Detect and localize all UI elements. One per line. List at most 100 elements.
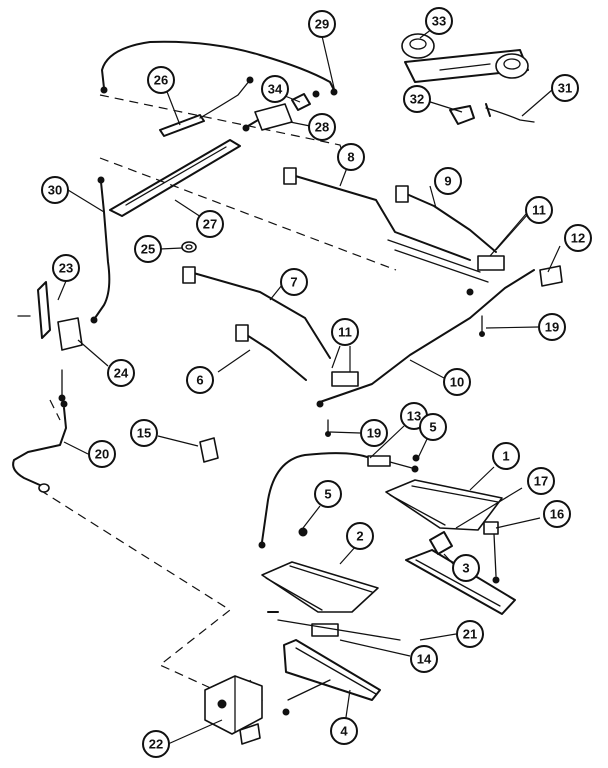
callout-label: 16 <box>550 507 564 522</box>
callout-label: 9 <box>444 174 451 189</box>
callout-15: 15 <box>130 419 158 447</box>
callout-label: 11 <box>532 203 546 218</box>
callout-label: 24 <box>114 366 129 381</box>
screw-19 <box>325 315 485 437</box>
burner-4 <box>282 639 381 716</box>
callout-6: 6 <box>186 366 214 394</box>
washer-25 <box>181 241 197 253</box>
callout-label: 17 <box>534 474 548 489</box>
bracket-23 <box>17 281 51 339</box>
callout-1: 1 <box>492 442 520 470</box>
callout-label: 10 <box>450 375 464 390</box>
callout-label: 7 <box>290 275 297 290</box>
callout-label: 33 <box>432 14 446 29</box>
callout-5-left: 5 <box>314 480 342 508</box>
callout-10: 10 <box>443 368 471 396</box>
callout-9: 9 <box>434 167 462 195</box>
callout-label: 31 <box>558 81 572 96</box>
callout-label: 34 <box>268 82 283 97</box>
valves-11 <box>316 255 505 408</box>
callout-label: 19 <box>367 426 381 441</box>
callout-label: 5 <box>429 420 436 435</box>
callout-label: 6 <box>196 373 203 388</box>
igniter-26 <box>159 76 254 137</box>
callout-12: 12 <box>564 224 592 252</box>
callout-label: 8 <box>347 150 354 165</box>
switch-12 <box>539 265 563 287</box>
callout-8: 8 <box>337 143 365 171</box>
tube-30 <box>90 176 111 324</box>
callout-24: 24 <box>107 359 135 387</box>
callout-7: 7 <box>280 268 308 296</box>
callout-16: 16 <box>543 500 571 528</box>
clip-32 <box>449 105 475 125</box>
tube-20 <box>12 400 68 493</box>
callout-label: 21 <box>463 627 477 642</box>
callout-19-mid: 19 <box>360 419 388 447</box>
callout-label: 1 <box>502 449 509 464</box>
callout-32: 32 <box>403 85 431 113</box>
block-15 <box>199 437 219 463</box>
callout-31: 31 <box>551 74 579 102</box>
callout-4: 4 <box>330 717 358 745</box>
callout-label: 25 <box>141 242 155 257</box>
burner-14 <box>267 611 401 641</box>
leader-lines <box>57 25 561 745</box>
callout-34: 34 <box>261 75 289 103</box>
fitting-34 <box>291 90 320 111</box>
callout-label: 22 <box>149 737 163 752</box>
burner-valve-assembly-33 <box>401 33 529 83</box>
callout-label: 2 <box>356 529 363 544</box>
callout-27: 27 <box>196 210 224 238</box>
tray-2 <box>261 527 379 613</box>
callout-label: 3 <box>462 561 469 576</box>
manifold-10 <box>319 239 535 403</box>
wire-31 <box>485 103 535 123</box>
callout-5-right: 5 <box>419 413 447 441</box>
callout-29: 29 <box>308 10 336 38</box>
pilot-assembly-28 <box>242 103 293 132</box>
callout-label: 11 <box>338 325 352 340</box>
callout-label: 4 <box>340 724 348 739</box>
orifice-3 <box>429 531 453 555</box>
callout-label: 27 <box>203 217 217 232</box>
callout-19-right: 19 <box>538 313 566 341</box>
callout-25: 25 <box>134 235 162 263</box>
callout-label: 32 <box>410 92 424 107</box>
callout-label: 13 <box>407 409 421 424</box>
callout-22: 22 <box>142 730 170 758</box>
callout-26: 26 <box>147 66 175 94</box>
callout-30: 30 <box>41 176 69 204</box>
callout-label: 29 <box>315 17 329 32</box>
burner-tube-6 <box>235 324 307 381</box>
burner-tube-9 <box>395 185 497 253</box>
callout-label: 26 <box>154 73 168 88</box>
callout-label: 14 <box>417 652 432 667</box>
callout-20: 20 <box>88 440 116 468</box>
safety-valve-22 <box>204 675 263 745</box>
callout-21: 21 <box>456 620 484 648</box>
callout-label: 20 <box>95 447 109 462</box>
callout-label: 5 <box>324 487 331 502</box>
fitting-16-17 <box>483 521 500 584</box>
thermocouple-tube-29 <box>100 40 338 96</box>
callout-label: 15 <box>137 426 151 441</box>
callout-33: 33 <box>425 7 453 35</box>
burner-tube-7 <box>182 266 331 359</box>
burner-21 <box>405 549 516 615</box>
callout-3: 3 <box>452 554 480 582</box>
tube-13 <box>258 452 420 549</box>
bracket-27 <box>109 139 241 217</box>
callout-label: 30 <box>48 183 62 198</box>
callout-label: 28 <box>315 120 329 135</box>
callout-17: 17 <box>527 467 555 495</box>
burner-tube-8 <box>283 167 471 261</box>
regulator-24 <box>57 317 83 402</box>
callout-2: 2 <box>346 522 374 550</box>
callout-28: 28 <box>308 113 336 141</box>
callout-label: 12 <box>571 231 585 246</box>
callout-23: 23 <box>52 254 80 282</box>
callout-11-top: 11 <box>525 196 553 224</box>
callout-label: 19 <box>545 320 559 335</box>
